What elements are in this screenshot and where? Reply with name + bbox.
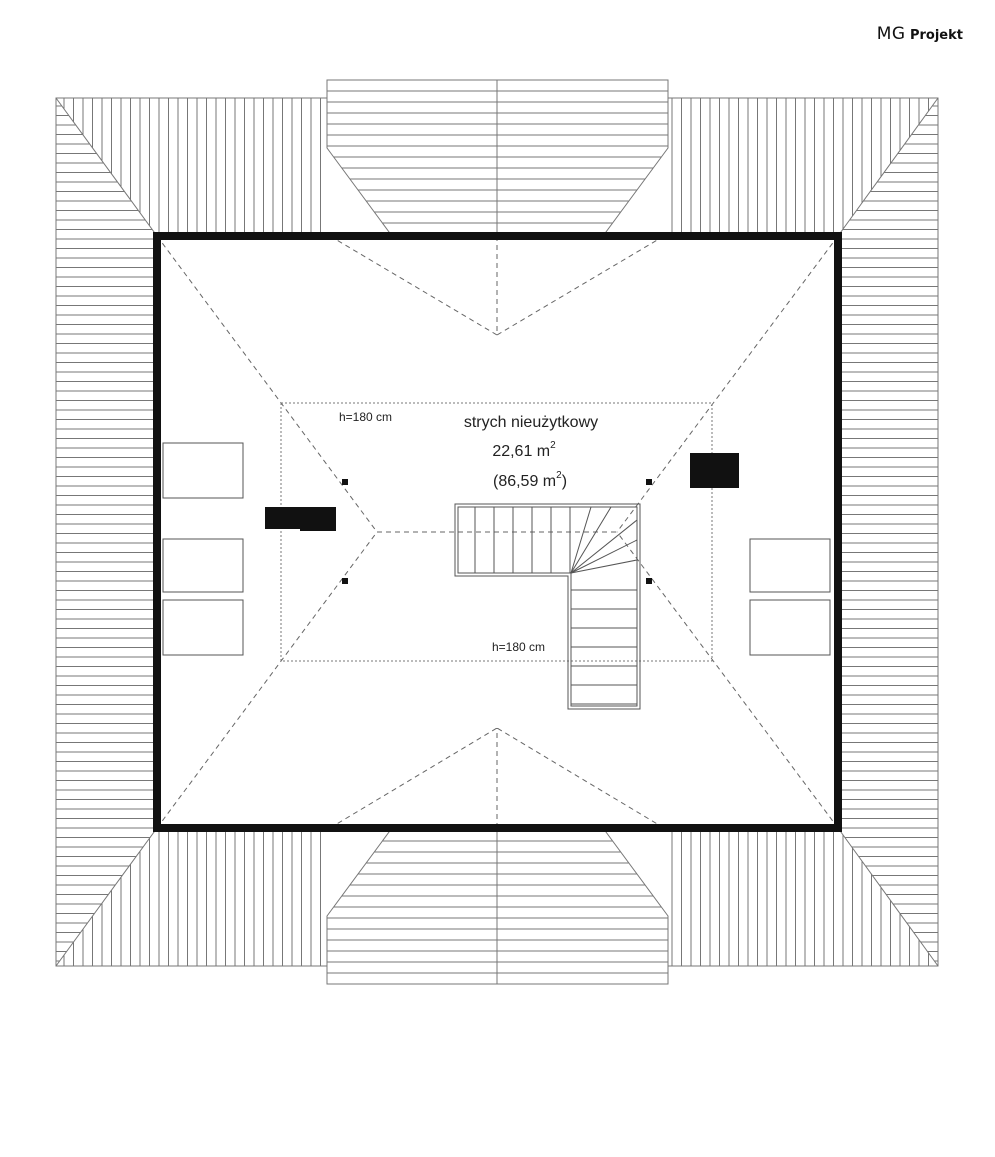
room-area: 22,61 m2 [492, 440, 556, 460]
roof-windows [162, 442, 831, 656]
chimney [300, 507, 336, 531]
roof-window [162, 442, 244, 499]
post [646, 578, 652, 584]
room-total-area: (86,59 m2) [493, 470, 567, 490]
post [342, 479, 348, 485]
posts [342, 479, 652, 584]
dormer [326, 79, 669, 237]
height-label-bottom: h=180 cm [492, 640, 545, 654]
logo-name: Projekt [909, 28, 963, 43]
room-name: strych nieużytkowy [464, 414, 598, 431]
roof-window [162, 538, 244, 593]
outer-wall [153, 232, 842, 832]
staircase [454, 503, 641, 710]
brand-logo: MG Projekt [877, 24, 963, 44]
logo-brand: MG [876, 24, 906, 44]
dormer [326, 827, 669, 985]
roof-ridge-lines [156, 235, 839, 829]
stair-outline [454, 503, 641, 710]
roof-outline [55, 79, 939, 985]
height-label-top: h=180 cm [339, 410, 392, 424]
chimney [265, 507, 303, 529]
roof-window [749, 538, 831, 593]
roof-window [162, 599, 244, 656]
chimneys [265, 453, 739, 531]
post [646, 479, 652, 485]
stair-inner-edge [457, 506, 638, 707]
chimney [690, 453, 739, 488]
height-boundary [280, 402, 713, 662]
roof-window [749, 599, 831, 656]
post [342, 578, 348, 584]
